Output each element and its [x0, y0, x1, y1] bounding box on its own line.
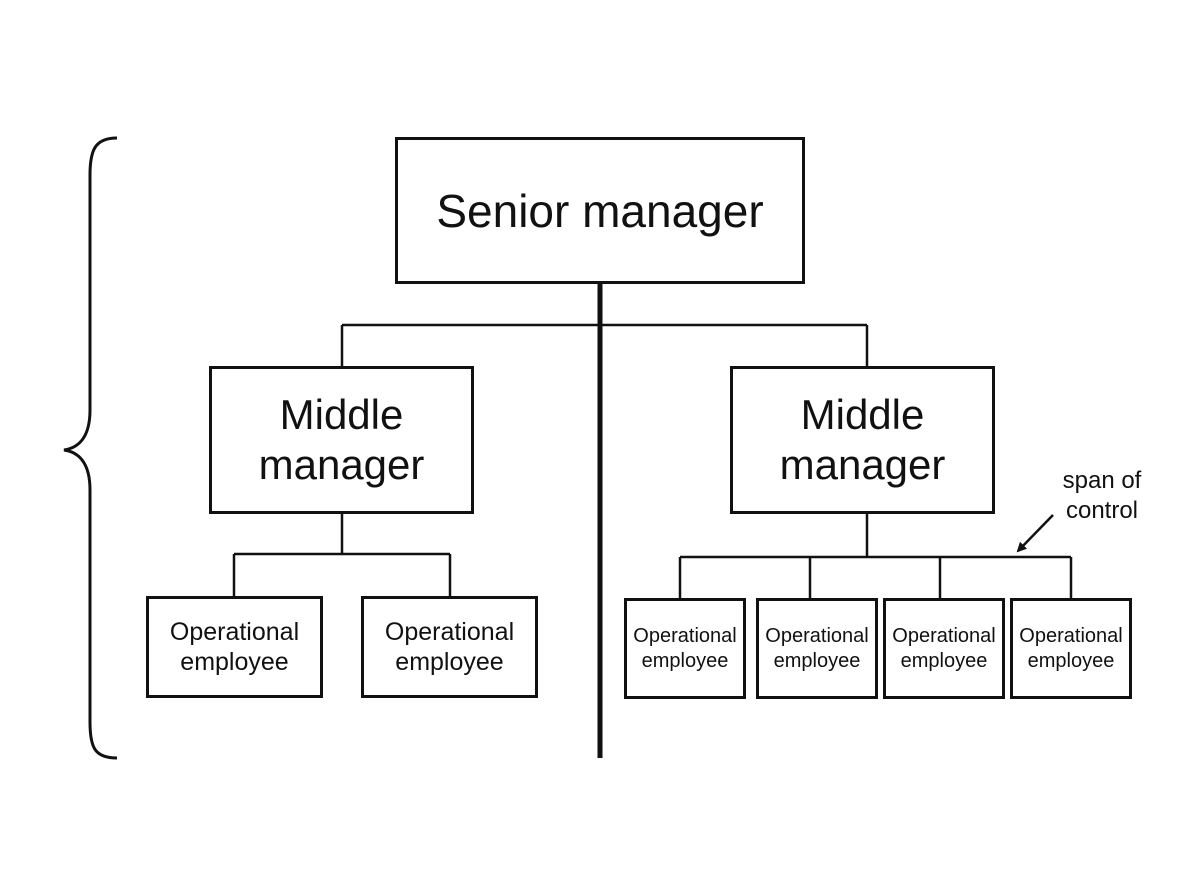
- operational-employee-left-2: Operational employee: [361, 596, 538, 698]
- span-of-control-arrow: [1016, 514, 1054, 553]
- employee-label: Operational employee: [892, 624, 996, 672]
- span-of-control-label: span of control: [1062, 467, 1142, 524]
- middle-manager-left-box: Middle manager: [209, 366, 474, 514]
- employee-label: Operational employee: [384, 618, 515, 676]
- operational-employee-left-1: Operational employee: [146, 596, 323, 698]
- operational-employee-right-1: Operational employee: [624, 598, 746, 699]
- employee-label: Operational employee: [765, 624, 869, 672]
- operational-employee-right-3: Operational employee: [883, 598, 1005, 699]
- operational-employee-right-4: Operational employee: [1010, 598, 1132, 699]
- senior-manager-label: Senior manager: [436, 184, 764, 237]
- employee-label: Operational employee: [633, 624, 737, 672]
- middle-manager-right-label: Middle manager: [779, 391, 946, 488]
- hierarchy-brace: [63, 136, 118, 760]
- employee-label: Operational employee: [169, 618, 300, 676]
- middle-manager-right-box: Middle manager: [730, 366, 995, 514]
- operational-employee-right-2: Operational employee: [756, 598, 878, 699]
- employee-label: Operational employee: [1019, 624, 1123, 672]
- senior-manager-box: Senior manager: [395, 137, 805, 284]
- middle-manager-left-label: Middle manager: [258, 391, 425, 488]
